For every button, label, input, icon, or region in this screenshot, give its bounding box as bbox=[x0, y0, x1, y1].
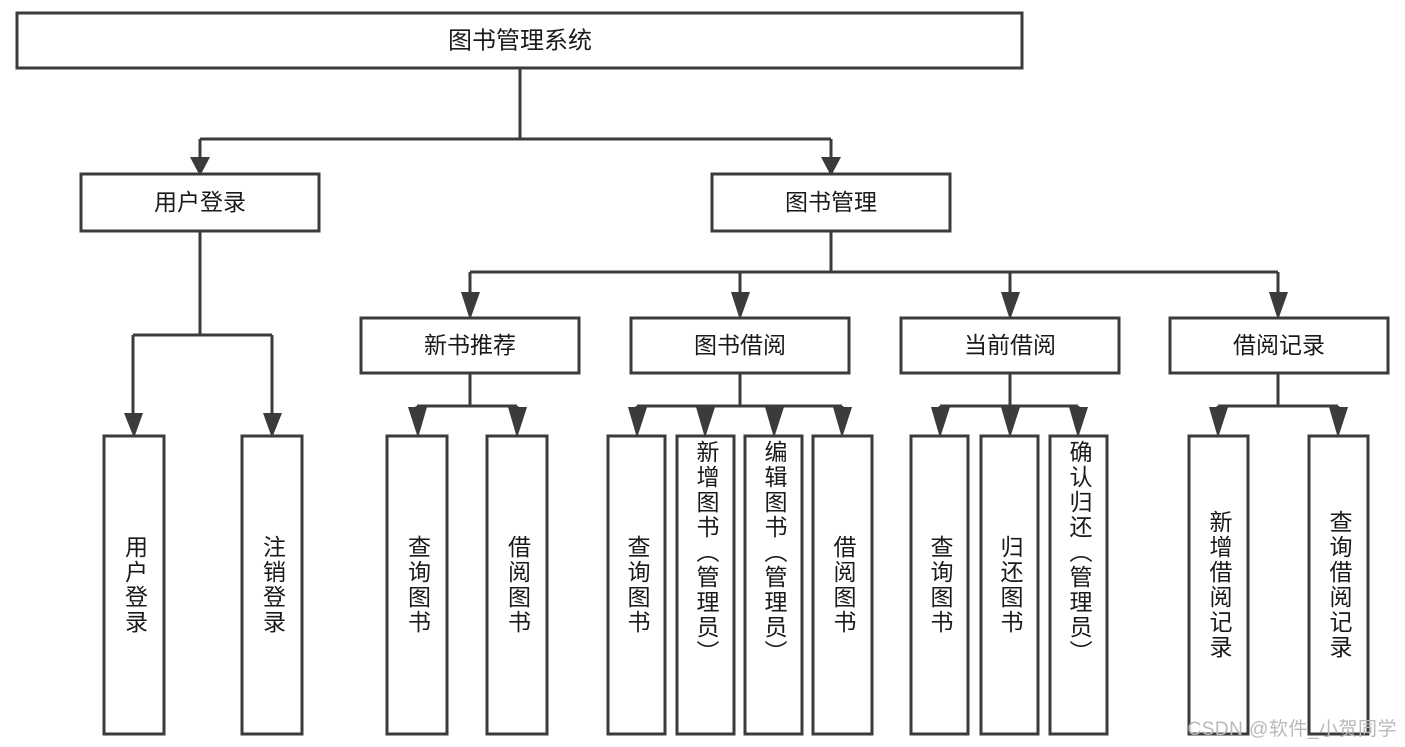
connector-group-root bbox=[190, 68, 841, 176]
leaf-user-login-box[interactable] bbox=[102, 434, 166, 736]
connector-group-new-book-recommend bbox=[408, 373, 527, 438]
leaf-query-borrow-record-box[interactable] bbox=[1307, 434, 1370, 736]
arrow-head-leaf-borrow-book-1 bbox=[508, 407, 527, 438]
leaf-add-borrow-record-box[interactable] bbox=[1187, 434, 1250, 736]
arrow-head-leaf-borrow-book-2 bbox=[833, 407, 852, 438]
node-borrow-record-box[interactable] bbox=[1168, 316, 1390, 375]
node-borrow-record[interactable]: 借阅记录 bbox=[1168, 316, 1390, 375]
arrow-head-new-book-recommend bbox=[461, 292, 480, 320]
node-user-login-box[interactable] bbox=[79, 172, 321, 233]
csdn-watermark: CSDN @软件_小贺同学 bbox=[1187, 719, 1397, 740]
connector-group-current-borrow bbox=[931, 373, 1088, 438]
arrow-head-leaf-query-book-2 bbox=[628, 407, 647, 438]
node-title-label: 图书管理系统 bbox=[448, 27, 592, 54]
arrow-head-leaf-add-borrow-record bbox=[1209, 407, 1228, 438]
connector-group-book-borrow bbox=[628, 373, 852, 438]
node-new-book-recommend-box[interactable] bbox=[359, 316, 581, 375]
leaf-add-book-admin-box[interactable] bbox=[675, 434, 736, 736]
arrow-head-borrow-record bbox=[1269, 292, 1288, 320]
arrow-head-leaf-add-book-admin bbox=[696, 407, 715, 438]
arrow-head-leaf-user-login bbox=[124, 413, 143, 438]
arrow-head-leaf-query-book-3 bbox=[931, 407, 950, 438]
node-new-book-recommend-label: 新书推荐 bbox=[424, 332, 516, 358]
node-new-book-recommend[interactable]: 新书推荐 bbox=[359, 316, 581, 375]
node-user-login-label: 用户登录 bbox=[154, 189, 246, 215]
arrow-head-leaf-query-borrow-record bbox=[1329, 407, 1348, 438]
leaf-query-book-3-box[interactable] bbox=[909, 434, 970, 736]
node-book-borrow[interactable]: 图书借阅 bbox=[629, 316, 851, 375]
leaf-borrow-book-1-box[interactable] bbox=[485, 434, 549, 736]
node-title-box[interactable] bbox=[15, 11, 1024, 70]
leaf-edit-book-admin-box[interactable] bbox=[743, 434, 804, 736]
arrow-head-leaf-confirm-return-admin bbox=[1069, 407, 1088, 438]
connector-group-user-login bbox=[124, 231, 282, 438]
arrow-head-book-management bbox=[821, 157, 841, 176]
node-user-login[interactable]: 用户登录 bbox=[79, 172, 321, 233]
node-book-management-box[interactable] bbox=[710, 172, 952, 233]
node-book-management[interactable]: 图书管理 bbox=[710, 172, 952, 233]
node-current-borrow-label: 当前借阅 bbox=[964, 332, 1056, 358]
node-book-management-label: 图书管理 bbox=[785, 189, 877, 215]
leaf-logout-login-box[interactable] bbox=[240, 434, 304, 736]
connector-group-borrow-record bbox=[1209, 373, 1348, 438]
arrow-head-leaf-logout-login bbox=[263, 413, 282, 438]
node-title[interactable]: 图书管理系统 bbox=[15, 11, 1024, 70]
leaf-query-book-1-box[interactable] bbox=[385, 434, 449, 736]
leaf-return-book-box[interactable] bbox=[979, 434, 1040, 736]
node-current-borrow[interactable]: 当前借阅 bbox=[899, 316, 1121, 375]
arrow-head-leaf-return-book bbox=[1001, 407, 1020, 438]
arrow-head-current-borrow bbox=[1001, 292, 1020, 320]
leaf-confirm-return-admin-box[interactable] bbox=[1048, 434, 1109, 736]
arrow-head-book-borrow bbox=[731, 292, 750, 320]
arrow-head-leaf-edit-book-admin bbox=[765, 407, 784, 438]
leaf-borrow-book-2-box[interactable] bbox=[811, 434, 874, 736]
node-book-borrow-label: 图书借阅 bbox=[694, 332, 786, 358]
connector-group-book-management bbox=[461, 231, 1288, 320]
node-borrow-record-label: 借阅记录 bbox=[1233, 332, 1325, 358]
arrow-head-leaf-query-book-1 bbox=[408, 407, 427, 438]
arrow-head-user-login bbox=[190, 157, 210, 176]
leaf-query-book-2-box[interactable] bbox=[606, 434, 667, 736]
node-current-borrow-box[interactable] bbox=[899, 316, 1121, 375]
node-book-borrow-box[interactable] bbox=[629, 316, 851, 375]
